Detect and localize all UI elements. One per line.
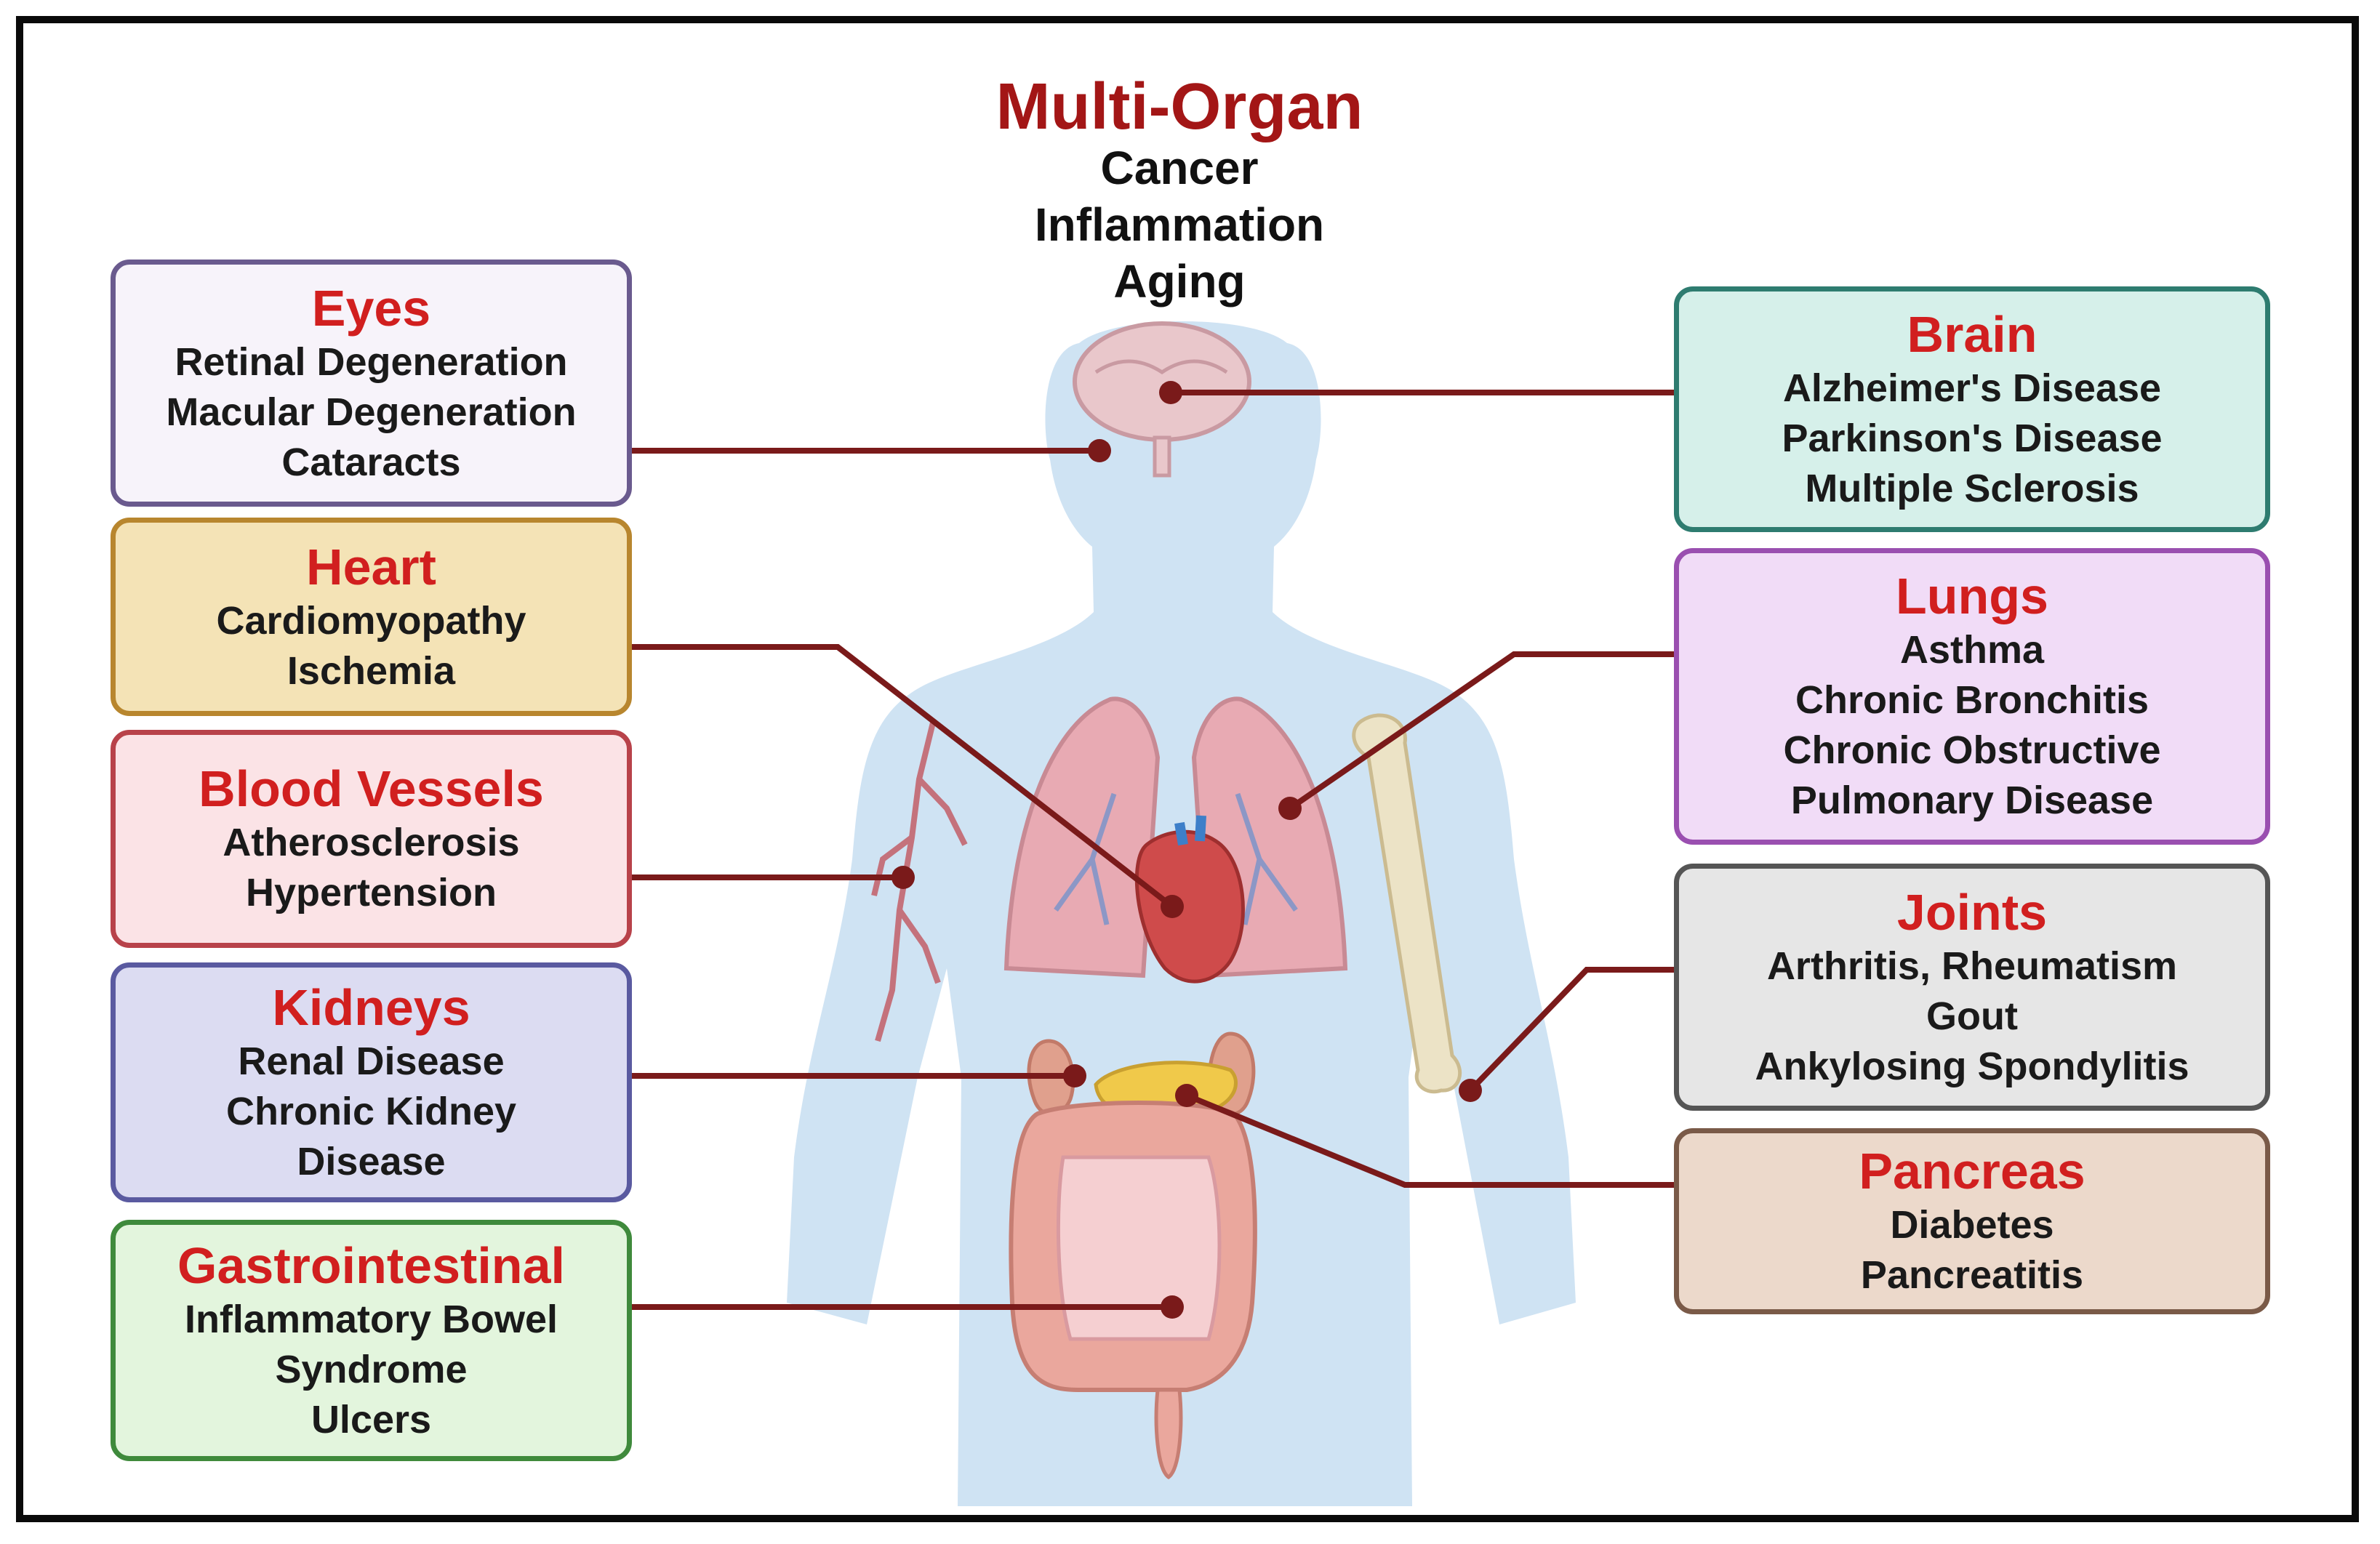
blood-vessels-title: Blood Vessels: [199, 760, 544, 817]
header-line-inflammation: Inflammation: [1034, 198, 1325, 251]
joints-connector-dot: [1459, 1079, 1482, 1102]
gastrointestinal-box: Gastrointestinal Inflammatory Bowel Synd…: [111, 1220, 632, 1461]
lungs-item: Pulmonary Disease: [1790, 779, 2154, 822]
heart-connector-dot: [1161, 895, 1184, 918]
kidneys-title: Kidneys: [272, 978, 470, 1036]
lungs-item: Chronic Bronchitis: [1795, 678, 2149, 722]
pancreas-connector: [1185, 1093, 1674, 1188]
header-line-cancer: Cancer: [1100, 142, 1259, 194]
kidneys-item: Disease: [297, 1139, 446, 1183]
heart-box: Heart Cardiomyopathy Ischemia: [111, 518, 632, 716]
brain-item: Parkinson's Disease: [1782, 416, 2163, 460]
eyes-item: Cataracts: [281, 440, 461, 484]
joints-connector: [1468, 967, 1674, 1093]
brain-connector-dot: [1159, 381, 1182, 404]
gastrointestinal-item: Syndrome: [275, 1347, 468, 1391]
figure-frame: Multi-Organ Cancer Inflammation Aging Ey…: [16, 16, 2359, 1522]
lungs-item: Chronic Obstructive: [1783, 728, 2161, 772]
blood-vessels-item: Hypertension: [245, 871, 497, 914]
pancreas-item: Diabetes: [1890, 1203, 2054, 1247]
lungs-title: Lungs: [1896, 568, 2048, 624]
diagram-title: Multi-Organ: [995, 71, 1363, 143]
kidneys-connector-dot: [1063, 1064, 1086, 1087]
joints-item: Arthritis, Rheumatism: [1766, 944, 2178, 988]
brain-title: Brain: [1907, 305, 2038, 363]
heart-item: Cardiomyopathy: [216, 598, 526, 643]
heart-organ: [1134, 815, 1245, 984]
pancreas-title: Pancreas: [1859, 1143, 2085, 1199]
gastrointestinal-title: Gastrointestinal: [177, 1237, 565, 1294]
joints-box: Joints Arthritis, Rheumatism Gout Ankylo…: [1674, 864, 2270, 1111]
joints-title: Joints: [1896, 883, 2048, 941]
blood-vessels-item: Atherosclerosis: [223, 821, 520, 864]
brain-box: Brain Alzheimer's Disease Parkinson's Di…: [1674, 286, 2270, 532]
gastrointestinal-item: Ulcers: [310, 1397, 432, 1442]
pancreas-box: Pancreas Diabetes Pancreatitis: [1674, 1128, 2270, 1314]
kidneys-item: Renal Disease: [238, 1039, 505, 1083]
brain-item: Multiple Sclerosis: [1805, 466, 2139, 510]
lungs-item: Asthma: [1899, 628, 2045, 672]
heart-item: Ischemia: [287, 648, 456, 693]
eyes-box: Eyes Retinal Degeneration Macular Degene…: [111, 260, 632, 507]
lungs-box: Lungs Asthma Chronic Bronchitis Chronic …: [1674, 548, 2270, 845]
joints-item: Ankylosing Spondylitis: [1755, 1044, 2189, 1088]
pancreas-connector-dot: [1175, 1084, 1198, 1107]
gastrointestinal-connector-dot: [1161, 1295, 1184, 1319]
eyes-item: Retinal Degeneration: [175, 339, 568, 384]
heart-connector: [632, 644, 1174, 909]
lungs-connector-dot: [1278, 797, 1302, 820]
eyes-item: Macular Degeneration: [166, 390, 577, 434]
joints-item: Gout: [1926, 994, 2018, 1038]
body-illustration: [632, 321, 1674, 1506]
eyes-title: Eyes: [311, 279, 431, 337]
pancreas-item: Pancreatitis: [1860, 1253, 2084, 1297]
heart-title: Heart: [306, 538, 436, 595]
lungs-connector: [1288, 651, 1674, 811]
brain-organ: [1073, 321, 1251, 478]
connector-lines: [632, 381, 1674, 1319]
eyes-connector-dot: [1088, 439, 1111, 462]
kidneys-box: Kidneys Renal Disease Chronic Kidney Dis…: [111, 962, 632, 1202]
intestines-organ: [1009, 1101, 1257, 1480]
blood-vessels-connector-dot: [892, 866, 915, 889]
blood-vessels-box: Blood Vessels Atherosclerosis Hypertensi…: [111, 730, 632, 948]
gastrointestinal-item: Inflammatory Bowel: [184, 1297, 558, 1341]
brain-item: Alzheimer's Disease: [1782, 366, 2162, 410]
kidneys-item: Chronic Kidney: [225, 1089, 517, 1133]
header-line-aging: Aging: [1113, 255, 1246, 307]
bone-organ: [1352, 713, 1462, 1094]
